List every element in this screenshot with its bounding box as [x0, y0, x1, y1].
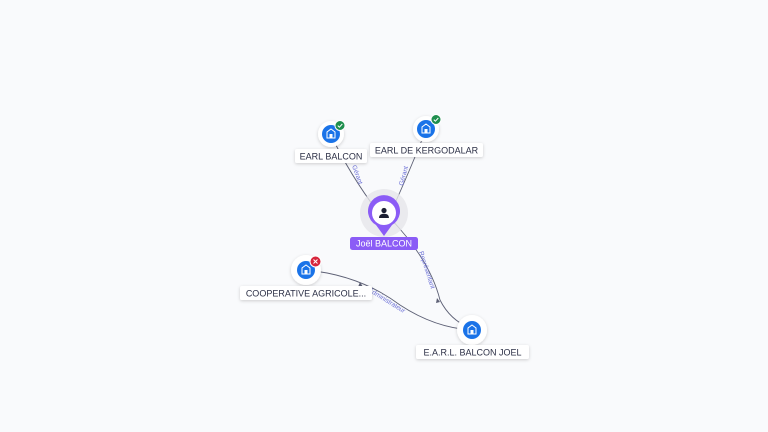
person-icon: [379, 207, 389, 218]
node-label: COOPERATIVE AGRICOLE...: [246, 289, 366, 299]
node-label: E.A.R.L. BALCON JOEL: [423, 348, 521, 358]
building-icon: [467, 324, 477, 335]
check-icon: [334, 120, 346, 131]
edge-label-earl-kergodalar: Gérant: [398, 165, 410, 186]
building-icon: [421, 123, 431, 134]
edge-cooperative: [305, 269, 473, 331]
center-node-label: Joël BALCON: [356, 239, 412, 249]
building-icon: [326, 128, 336, 139]
node-center-person[interactable]: Joël BALCON: [350, 189, 418, 250]
node-earl-kergodalar[interactable]: EARL DE KERGODALAR: [370, 114, 483, 158]
node-cooperative[interactable]: COOPERATIVE AGRICOLE...: [240, 255, 372, 300]
node-earl-balcon-joel[interactable]: E.A.R.L. BALCON JOEL: [416, 315, 529, 359]
edge-label-earl-balcon-joel: Représentant: [417, 250, 436, 289]
edge-label-cooperative: Administrateur: [367, 287, 407, 316]
edge-arrow: [358, 282, 363, 287]
edge-arrow: [436, 298, 440, 303]
check-icon: [430, 114, 442, 125]
node-label: EARL BALCON: [300, 152, 363, 162]
node-label: EARL DE KERGODALAR: [375, 146, 479, 156]
close-icon: [309, 255, 322, 268]
node-earl-balcon[interactable]: EARL BALCON: [295, 120, 367, 164]
building-icon: [301, 264, 311, 275]
